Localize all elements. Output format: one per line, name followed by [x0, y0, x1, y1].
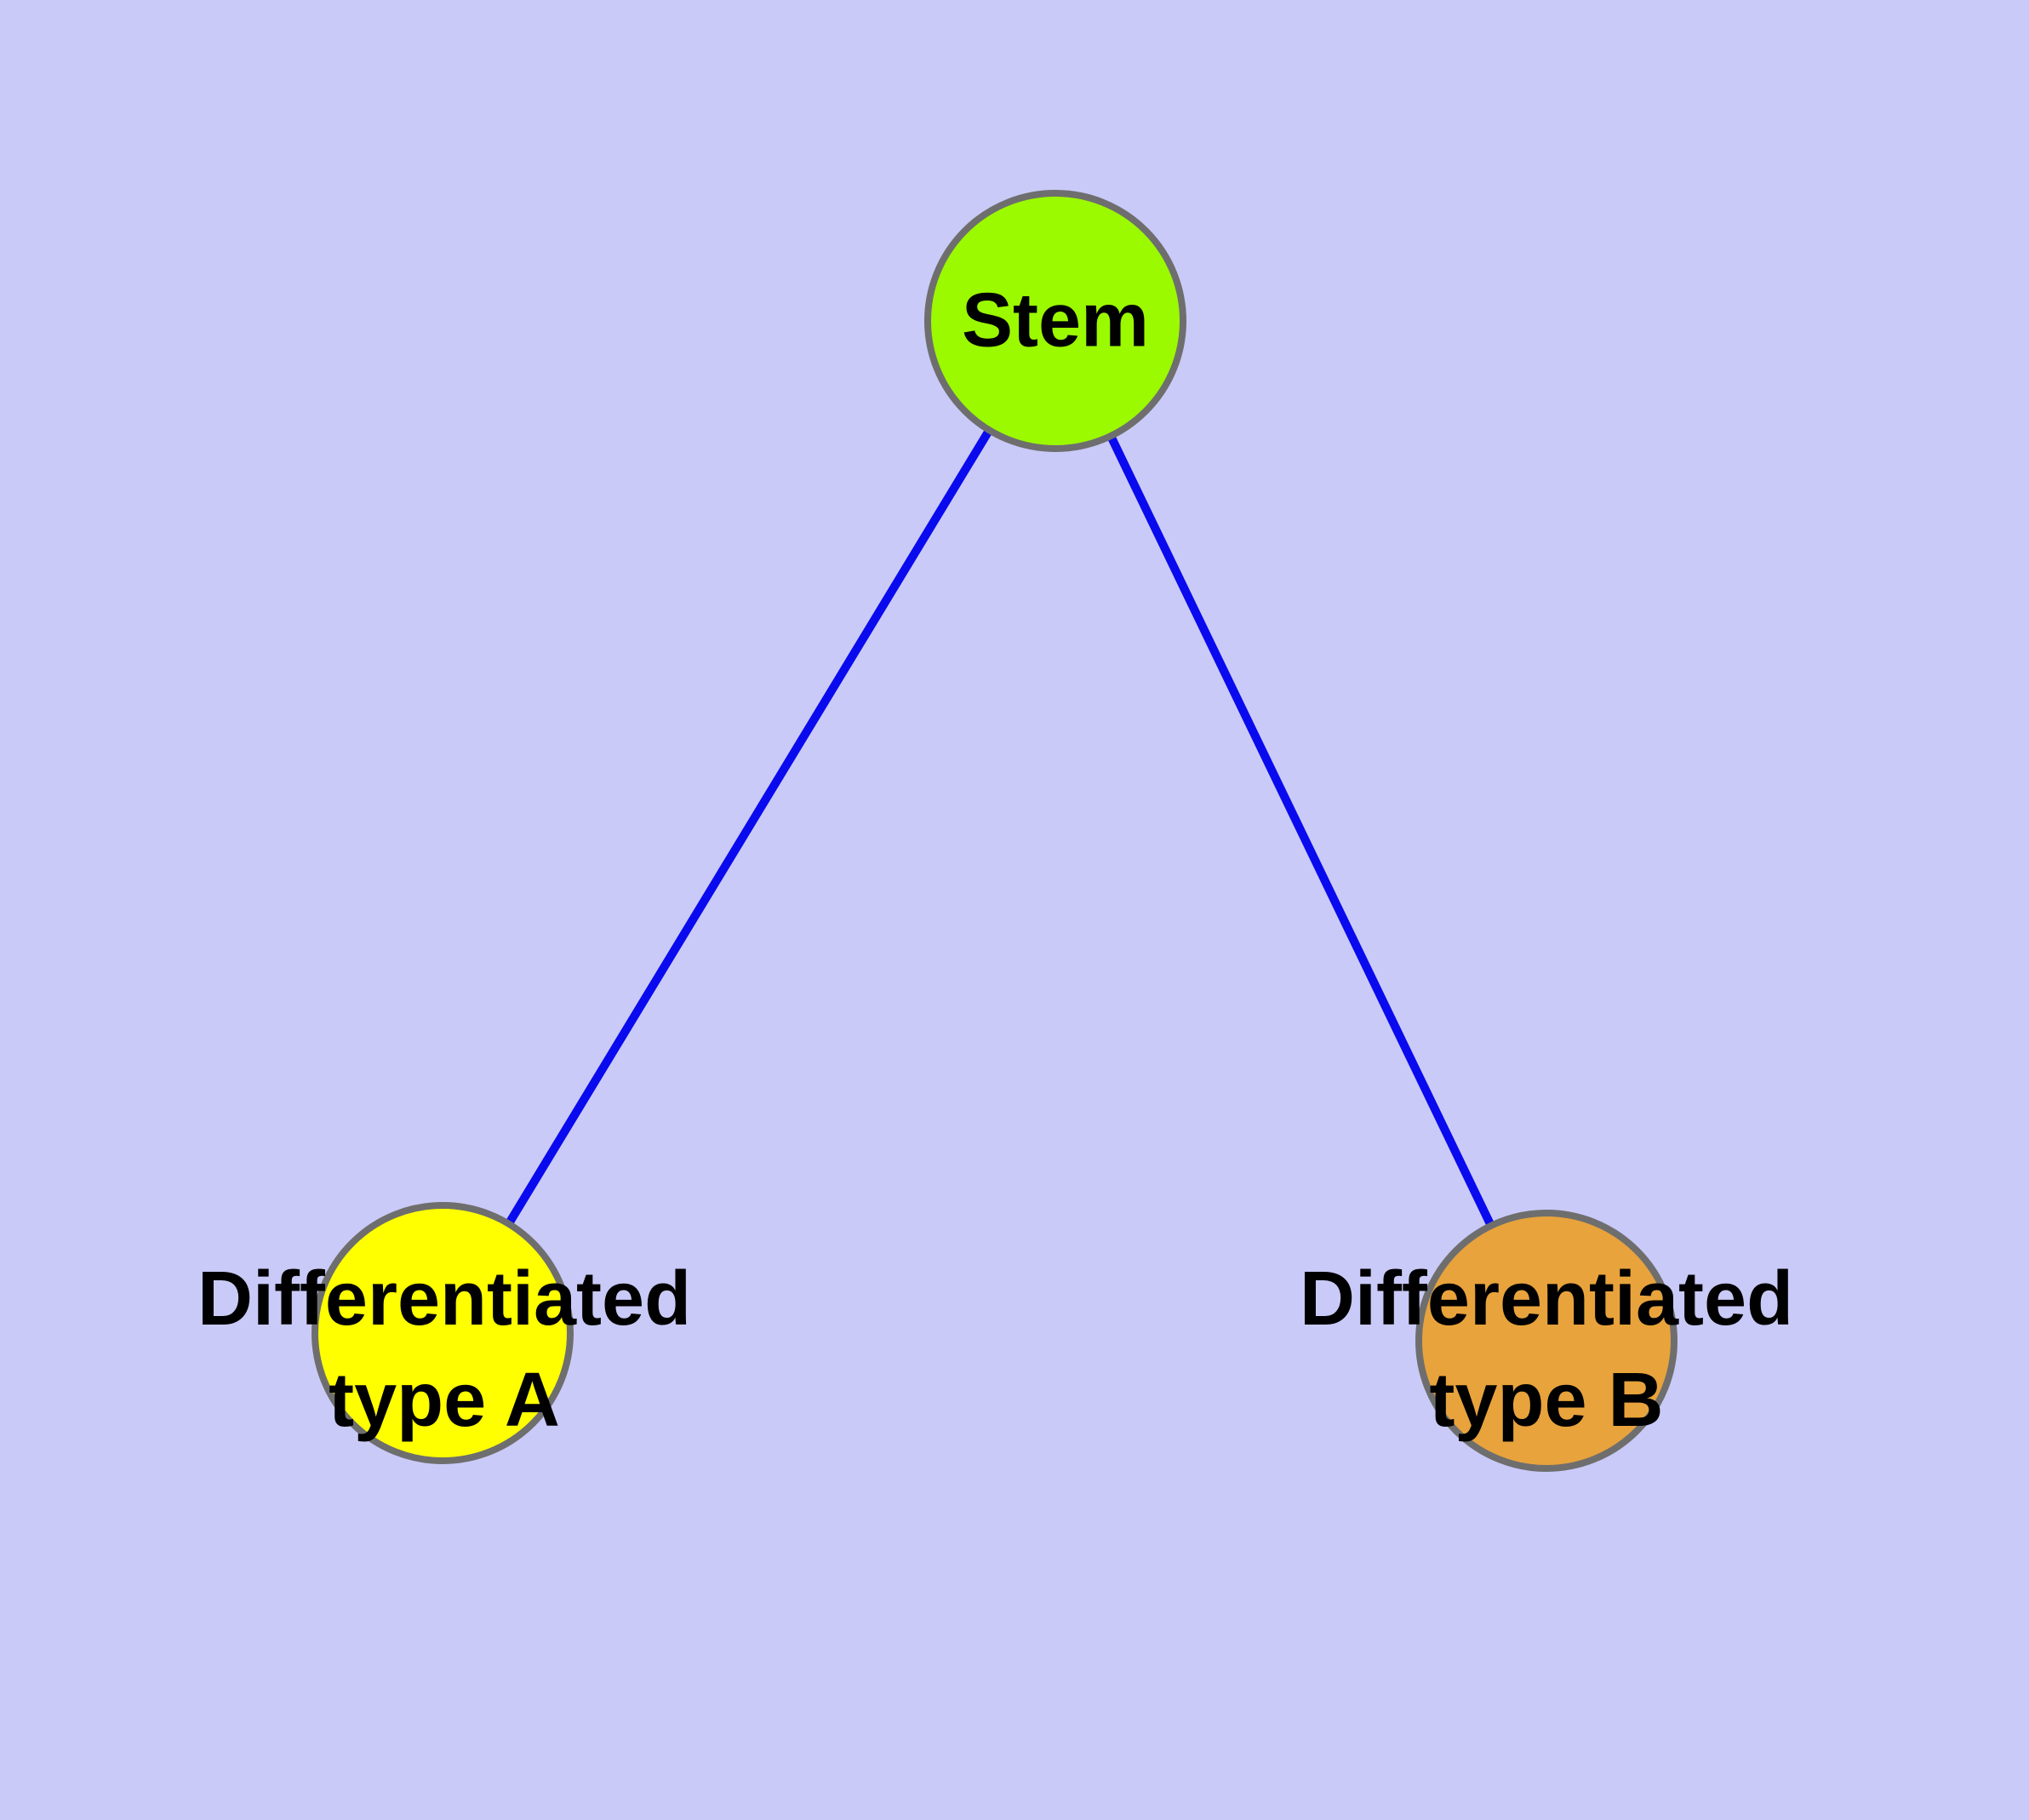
- node-label-differentiated-type-b: Differentiated type B: [1300, 1249, 1793, 1451]
- node-label-line: Differentiated: [1299, 1256, 1794, 1342]
- node-label-line: Differentiated: [197, 1256, 692, 1342]
- edge-layer: [438, 318, 1551, 1343]
- node-label-differentiated-type-a: Differentiated type A: [197, 1249, 691, 1451]
- node-label-stem: Stem: [962, 271, 1149, 372]
- node-circle-differentiated-type-b: [1415, 1210, 1677, 1472]
- edge-stem-to-differentiated-type-a: [438, 318, 1060, 1336]
- node-circle-differentiated-type-a: [311, 1202, 574, 1464]
- node-label-line: type B: [1429, 1358, 1664, 1443]
- node-circle-stem: [924, 190, 1186, 452]
- node-layer: [311, 190, 1677, 1472]
- node-label-line: Stem: [961, 278, 1150, 363]
- edge-stem-to-differentiated-type-b: [1051, 318, 1551, 1343]
- node-label-line: type A: [329, 1358, 560, 1443]
